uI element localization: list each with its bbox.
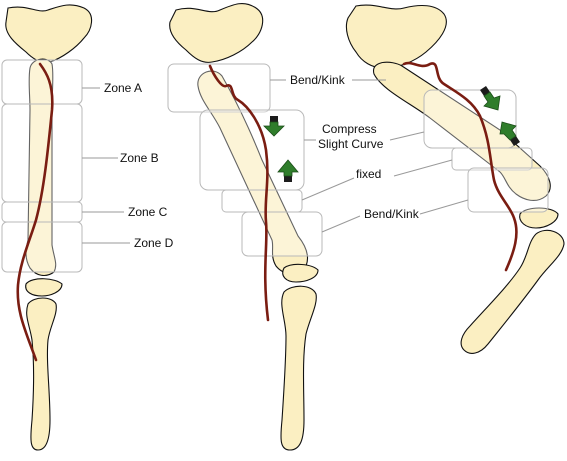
compress-arrow-up	[277, 159, 299, 182]
flexion-arrow-down	[480, 86, 501, 111]
compress-arrow-down	[263, 116, 285, 137]
fixed-label: fixed	[356, 167, 381, 181]
zone-d-box	[1, 221, 83, 273]
zone-d-label: Zone D	[134, 236, 174, 250]
zone-a-label: Zone A	[104, 81, 142, 95]
hip-bone-right	[345, 4, 447, 69]
hip-bone-straight	[5, 4, 93, 64]
artery-right	[402, 61, 518, 272]
femur-right	[373, 61, 551, 202]
right-fixed-leader	[393, 159, 453, 177]
limb-straight: Zone A Zone B Zone C Zone D	[1, 4, 174, 451]
middle-zone-a-box	[167, 63, 271, 113]
bend-kink-upper-label: Bend/Kink	[290, 73, 346, 87]
patella-middle	[282, 263, 319, 283]
slight-curve-label: Slight Curve	[318, 137, 384, 151]
zone-b-label: Zone B	[120, 151, 159, 165]
patella-straight	[25, 278, 63, 297]
right-zone-d-box	[467, 167, 549, 213]
compress-label: Compress	[322, 122, 377, 136]
right-bend-lower-leader	[419, 199, 469, 215]
middle-zone-d-box	[241, 211, 323, 257]
tibia-right	[460, 229, 565, 354]
hip-bone-middle	[169, 2, 264, 63]
bend-kink-lower-label: Bend/Kink	[364, 207, 420, 221]
tibia-straight	[26, 297, 57, 451]
middle-zone-c-box	[221, 189, 303, 213]
right-zone-a-box	[423, 89, 517, 149]
tibia-middle	[280, 285, 317, 451]
flexion-arrow-up	[499, 121, 520, 146]
patella-right	[519, 207, 559, 229]
limb-slight-flexion: Bend/Kink Compress Slight Curve fixed Be…	[167, 2, 420, 451]
fixed-leader	[301, 177, 355, 201]
zone-c-box	[1, 201, 83, 223]
right-compress-leader	[389, 131, 425, 141]
artery-middle	[208, 64, 270, 322]
artery-straight	[16, 62, 54, 362]
bend-kink-lower-leader	[321, 215, 361, 233]
zone-c-label: Zone C	[128, 205, 168, 219]
limb-full-flexion	[345, 4, 565, 354]
